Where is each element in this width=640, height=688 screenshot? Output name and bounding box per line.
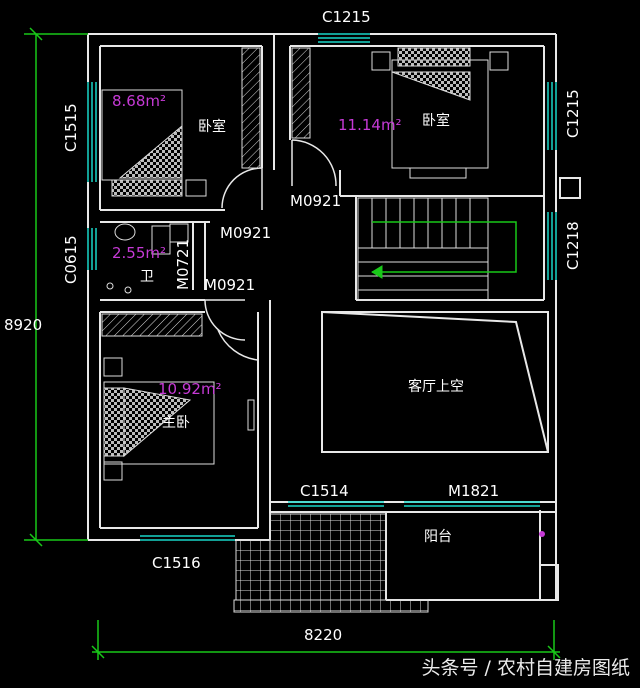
exterior-steps — [233, 513, 545, 613]
wardrobes — [101, 47, 311, 337]
watermark-text: 头条号 / 农村自建房图纸 — [421, 657, 630, 679]
room-name-balcony: 阳台 — [424, 529, 452, 545]
window-tag-right-lower: C1218 — [564, 221, 582, 270]
door-tag-upper-right: M0921 — [290, 192, 342, 210]
area-bedroom-large: 11.14m² — [338, 116, 402, 134]
window-tag-left-lower: C0615 — [62, 235, 80, 284]
windows — [87, 33, 557, 541]
beds — [101, 47, 509, 481]
window-tag-bottom-left: C1516 — [152, 554, 201, 572]
dimension-height-label: 8920 — [4, 316, 43, 334]
door-tag-bathroom: M0721 — [174, 238, 192, 290]
area-bedroom-small: 8.68m² — [112, 92, 167, 110]
stairs — [357, 197, 517, 301]
dimension-width-label: 8220 — [304, 626, 343, 644]
bathroom-fixtures — [106, 223, 189, 294]
room-name-bedroom-large: 卧室 — [422, 113, 450, 129]
walls — [87, 33, 581, 601]
room-name-master-bedroom: 主卧 — [162, 415, 190, 431]
room-name-bedroom-small: 卧室 — [198, 119, 226, 135]
door-tag-lower-left: M0921 — [204, 276, 256, 294]
door-tag-balcony: M1821 — [448, 482, 500, 500]
window-tag-left-upper: C1515 — [62, 103, 80, 152]
dimension-lines — [24, 27, 561, 660]
area-bathroom: 2.55m² — [112, 244, 167, 262]
room-name-living-void: 客厅上空 — [408, 379, 464, 395]
window-tag-top: C1215 — [322, 8, 371, 26]
door-tag-upper-left: M0921 — [220, 224, 272, 242]
doors — [204, 139, 337, 361]
area-master-bedroom: 10.92m² — [158, 380, 222, 398]
window-tag-right-upper: C1215 — [564, 89, 582, 138]
window-tag-bottom-mid: C1514 — [300, 482, 349, 500]
room-name-bathroom: 卫 — [140, 269, 154, 285]
